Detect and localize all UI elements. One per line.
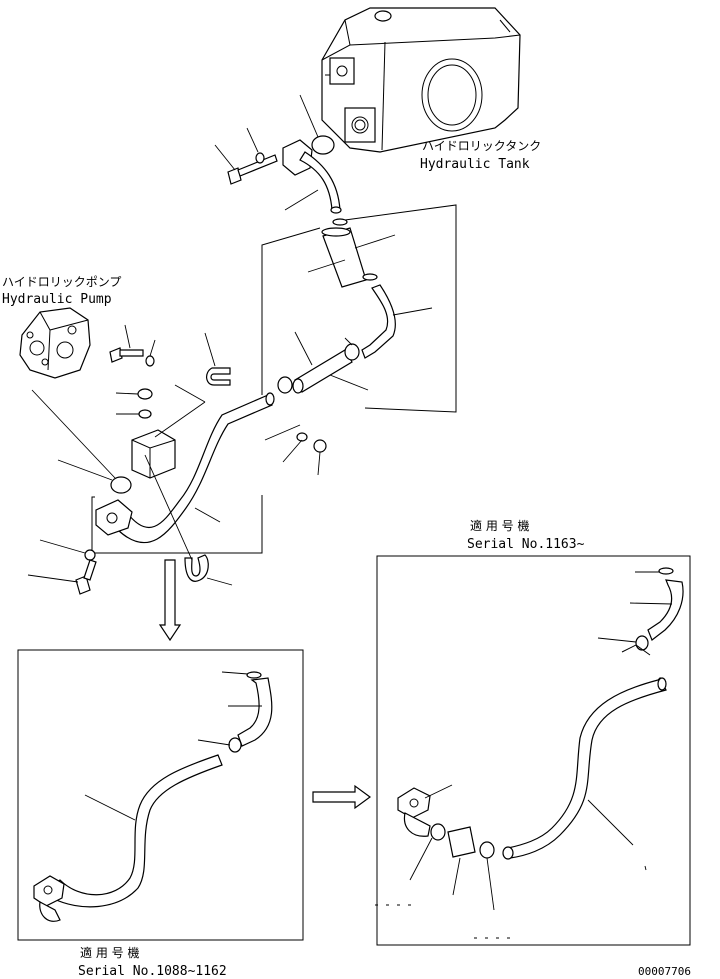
hose-middle xyxy=(292,349,353,394)
serial-right-label-jp: 適 用 号 機 xyxy=(470,518,529,533)
serial-right-label-en: Serial No.1163~ xyxy=(467,537,585,552)
pipe-right-variant xyxy=(507,676,667,859)
flange-right-variant xyxy=(397,787,431,819)
tank-label-en: Hydraulic Tank xyxy=(420,157,530,172)
curved-tube xyxy=(361,284,396,359)
detail-box-left xyxy=(17,649,304,941)
right-arrow xyxy=(312,784,372,810)
hydraulic-pump xyxy=(19,307,91,379)
detail-box-upper xyxy=(261,204,457,413)
pump-label-en: Hydraulic Pump xyxy=(2,292,112,307)
pump-label-jp: ハイドロリックポンプ xyxy=(2,275,121,289)
serial-left-label-en: Serial No.1088~1162 xyxy=(78,964,227,979)
hydraulic-tank xyxy=(321,7,521,153)
o-ring xyxy=(311,135,335,155)
bracket xyxy=(131,429,176,479)
o-ring-pump xyxy=(110,476,132,494)
washer xyxy=(255,152,265,164)
detail-box-right xyxy=(376,555,691,946)
flange-pipe-upper xyxy=(282,139,342,214)
drawing-number: 00007706 xyxy=(638,965,691,978)
bolt-top xyxy=(227,154,278,185)
down-arrow xyxy=(158,559,182,642)
tank-label-jp: ハイドロリックタンク xyxy=(422,139,541,153)
pipe-left-variant xyxy=(44,754,223,908)
serial-left-label-jp: 適 用 号 機 xyxy=(80,945,139,960)
hose-upper xyxy=(321,227,367,288)
flange-lower xyxy=(95,499,133,536)
flange-left-variant xyxy=(33,875,65,907)
